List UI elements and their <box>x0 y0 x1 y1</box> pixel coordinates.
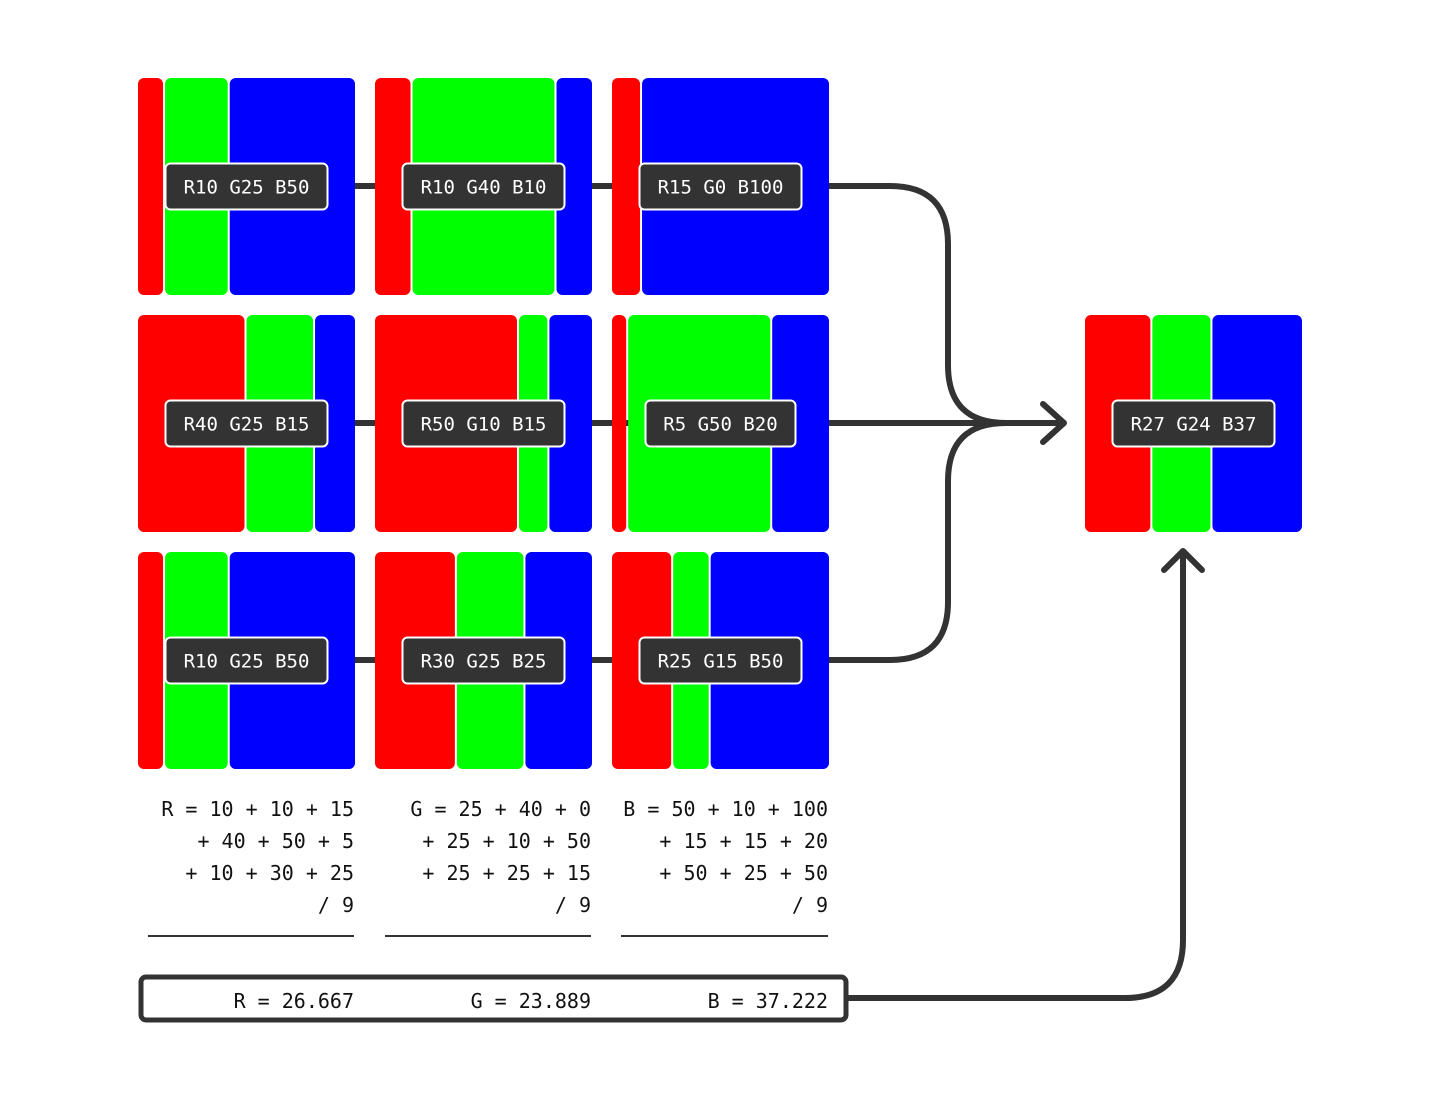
swatch-6-label-text: R5 G50 B20 <box>663 414 777 436</box>
green-equation: G = 25 + 40 + 0 + 25 + 10 + 50 + 25 + 25… <box>385 797 591 937</box>
swatch-6-red-band <box>612 315 627 532</box>
averages-box: R = 26.667 G = 23.889 B = 37.222 <box>138 974 849 1023</box>
row-3-connector <box>243 420 1009 663</box>
merge-arrowhead <box>1040 401 1067 445</box>
swatch-5: R50 G10 B15 <box>375 315 592 532</box>
green-equation-line-2: + 25 + 10 + 50 <box>422 829 591 853</box>
swatch-7-red-band <box>138 552 164 769</box>
result-swatch-label: R27 G24 B37 <box>1111 399 1276 448</box>
blue-equation-line-1: B = 50 + 10 + 100 <box>623 797 828 821</box>
swatch-8-label: R30 G25 B25 <box>401 636 566 685</box>
swatch-6-label: R5 G50 B20 <box>644 399 797 448</box>
swatch-5-label-box <box>401 399 566 448</box>
swatch-5-label-text: R50 G10 B15 <box>421 414 547 436</box>
blue-equation-divisor: / 9 <box>792 893 828 917</box>
swatch-7-label: R10 G25 B50 <box>164 636 329 685</box>
result-swatch-label-box <box>1111 399 1276 448</box>
blue-average: B = 37.222 <box>708 989 828 1013</box>
red-equation-line-3: + 10 + 30 + 25 <box>185 861 354 885</box>
swatch-8-label-text: R30 G25 B25 <box>421 651 547 673</box>
blue-equation-line-3: + 50 + 25 + 50 <box>659 861 828 885</box>
swatch-1-label-box <box>164 162 329 211</box>
swatch-4-label-box <box>164 399 329 448</box>
swatch-1-label-text: R10 G25 B50 <box>184 177 310 199</box>
result-swatch: R27 G24 B37 <box>1085 315 1302 532</box>
swatch-2-label-text: R10 G40 B10 <box>421 177 547 199</box>
averages-box-frame <box>138 974 849 1023</box>
green-equation-line-1: G = 25 + 40 + 0 <box>410 797 591 821</box>
swatch-3-label: R15 G0 B100 <box>638 162 803 211</box>
green-equation-line-3: + 25 + 25 + 15 <box>422 861 591 885</box>
swatch-7-label-box <box>164 636 329 685</box>
swatch-4-label-text: R40 G25 B15 <box>184 414 310 436</box>
swatch-8-label-box <box>401 636 566 685</box>
swatch-5-label: R50 G10 B15 <box>401 399 566 448</box>
red-equation-divisor: / 9 <box>318 893 354 917</box>
green-average: G = 23.889 <box>471 989 591 1013</box>
swatch-5-blue-band <box>549 315 592 532</box>
swatch-3-label-box <box>638 162 803 211</box>
red-equation-line-2: + 40 + 50 + 5 <box>197 829 354 853</box>
swatch-3: R15 G0 B100 <box>612 78 829 295</box>
red-average: R = 26.667 <box>234 989 354 1013</box>
swatch-8: R30 G25 B25 <box>375 552 592 769</box>
swatch-7-label-text: R10 G25 B50 <box>184 651 310 673</box>
red-equation: R = 10 + 10 + 15 + 40 + 50 + 5 + 10 + 30… <box>148 797 354 937</box>
swatch-4-blue-band <box>315 315 355 532</box>
swatch-1-red-band <box>138 78 164 295</box>
green-equation-divisor: / 9 <box>555 893 591 917</box>
swatch-9-label-box <box>638 636 803 685</box>
swatch-3-red-band <box>612 78 641 295</box>
swatch-9: R25 G15 B50 <box>612 552 829 769</box>
result-arrowhead <box>1161 548 1205 573</box>
swatch-2-label: R10 G40 B10 <box>401 162 566 211</box>
swatch-1: R10 G25 B50 <box>138 78 355 295</box>
average-equations: R = 10 + 10 + 15 + 40 + 50 + 5 + 10 + 30… <box>148 797 828 937</box>
red-equation-line-1: R = 10 + 10 + 15 <box>161 797 354 821</box>
swatch-7: R10 G25 B50 <box>138 552 355 769</box>
row-1-connector <box>243 183 1009 426</box>
swatch-9-label: R25 G15 B50 <box>638 636 803 685</box>
swatch-6-label-box <box>644 399 797 448</box>
average-to-result-connector <box>843 552 1186 1001</box>
result-swatch-label-text: R27 G24 B37 <box>1131 414 1257 436</box>
swatch-3-label-text: R15 G0 B100 <box>658 177 784 199</box>
swatch-2-red-band <box>375 78 411 295</box>
swatch-4-label: R40 G25 B15 <box>164 399 329 448</box>
swatch-2: R10 G40 B10 <box>375 78 592 295</box>
swatch-6-blue-band <box>772 315 829 532</box>
blue-equation-line-2: + 15 + 15 + 20 <box>659 829 828 853</box>
swatch-2-label-box <box>401 162 566 211</box>
swatch-9-label-text: R25 G15 B50 <box>658 651 784 673</box>
swatch-2-blue-band <box>556 78 592 295</box>
swatch-6: R5 G50 B20 <box>612 315 829 532</box>
swatch-1-label: R10 G25 B50 <box>164 162 329 211</box>
blue-equation: B = 50 + 10 + 100 + 15 + 15 + 20 + 50 + … <box>621 797 828 937</box>
swatch-4: R40 G25 B15 <box>138 315 355 532</box>
